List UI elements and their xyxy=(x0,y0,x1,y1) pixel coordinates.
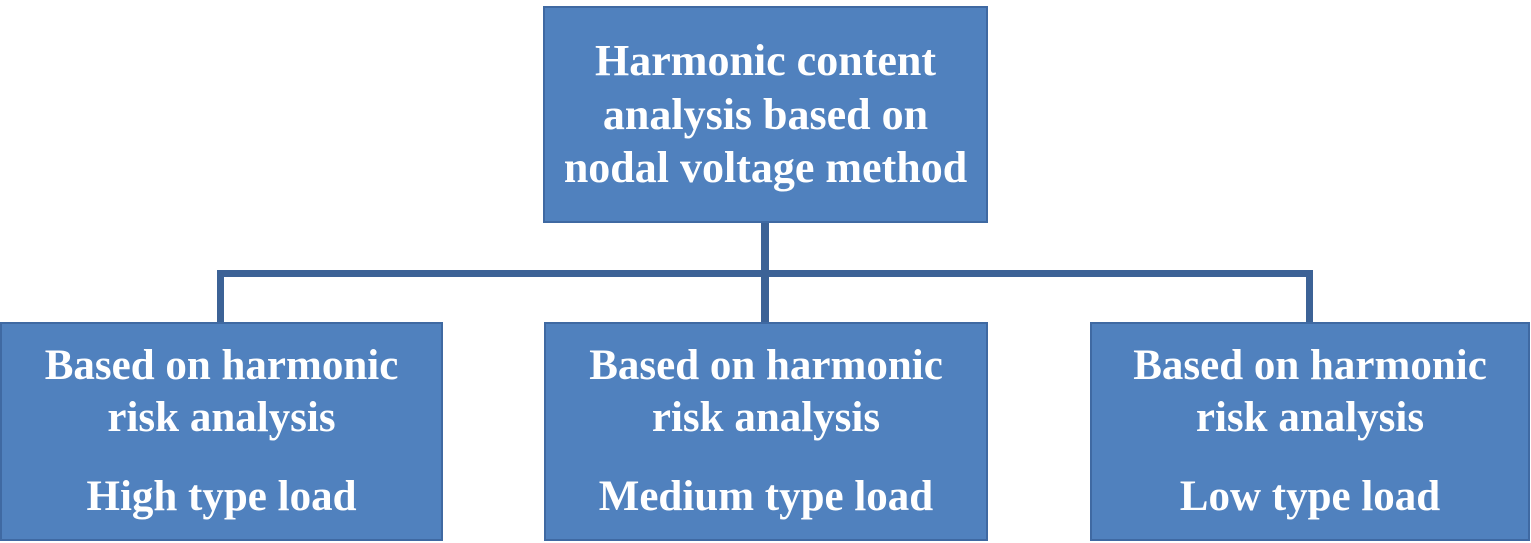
connector-left-vertical xyxy=(217,270,224,322)
child-node-subtitle: Medium type load xyxy=(598,472,934,520)
connector-horizontal-bar xyxy=(217,270,1313,277)
connector-right-vertical xyxy=(1306,270,1313,322)
child-node-title: Based on harmonic risk analysis xyxy=(589,341,943,442)
child-node-low-type-load: Based on harmonic risk analysis Low type… xyxy=(1090,322,1530,541)
child-node-title: Based on harmonic risk analysis xyxy=(1133,341,1487,442)
child-node-subtitle: High type load xyxy=(86,472,357,520)
child-node-medium-type-load: Based on harmonic risk analysis Medium t… xyxy=(544,322,988,541)
root-node-label: Harmonic content analysis based on nodal… xyxy=(563,35,968,193)
child-node-high-type-load: Based on harmonic risk analysis High typ… xyxy=(0,322,443,541)
root-node-harmonic-content-analysis: Harmonic content analysis based on nodal… xyxy=(543,6,988,223)
child-node-subtitle: Low type load xyxy=(1179,472,1441,520)
child-node-title: Based on harmonic risk analysis xyxy=(44,341,399,442)
